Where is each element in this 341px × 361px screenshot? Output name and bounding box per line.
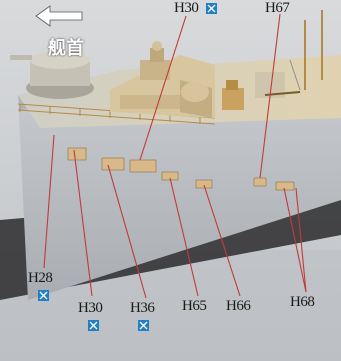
arrow-left-icon — [35, 5, 83, 27]
callout-h68: H68 — [290, 294, 315, 310]
hull — [18, 70, 341, 300]
callout-h28: H28 — [28, 270, 53, 286]
aft-fittings — [222, 10, 323, 110]
hull-fittings — [67, 147, 295, 191]
callout-h36: H36 — [130, 300, 155, 316]
bow-direction-label: 舰首 — [48, 38, 84, 59]
callout-h30-top: H30 — [174, 0, 199, 16]
superstructure — [110, 41, 215, 118]
callout-h67: H67 — [265, 0, 290, 16]
interchangeable-part-icon — [206, 3, 217, 14]
callout-h66: H66 — [226, 298, 251, 314]
interchangeable-part-icon — [138, 320, 149, 331]
forward-turret — [10, 51, 94, 99]
interchangeable-part-icon — [38, 290, 49, 301]
callout-h30-bottom: H30 — [78, 300, 103, 316]
interchangeable-part-icon — [88, 320, 99, 331]
leader-lines — [43, 13, 307, 299]
callout-h65: H65 — [182, 298, 207, 314]
